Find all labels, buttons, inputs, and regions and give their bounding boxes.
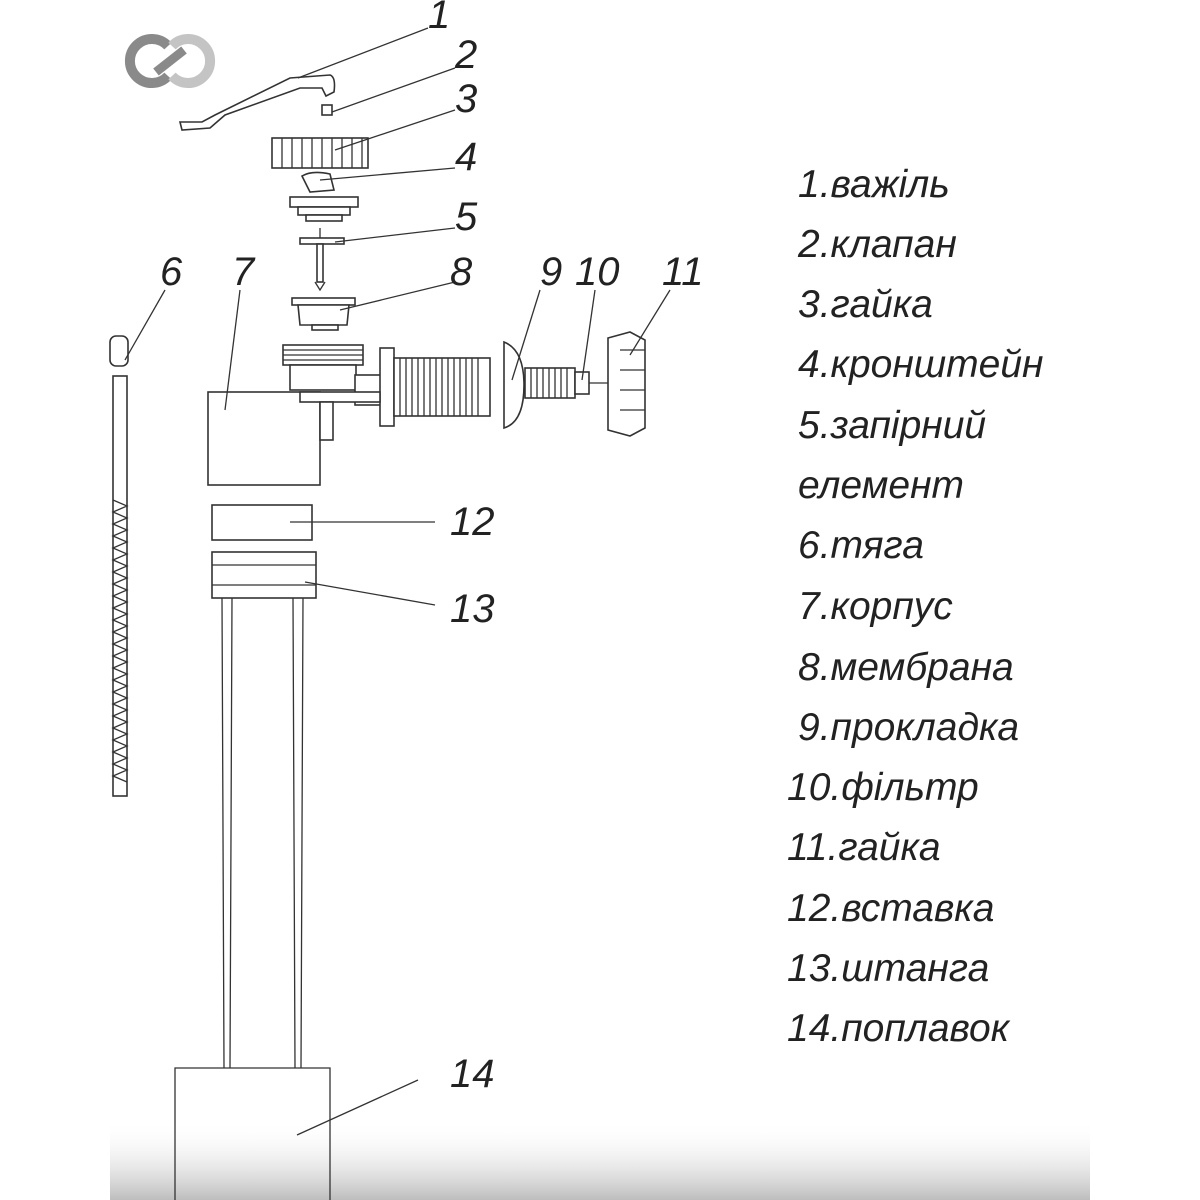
callout-2: 2 (454, 33, 477, 77)
legend-item: 7.корпус (798, 585, 953, 628)
callout-7: 7 (232, 250, 256, 294)
part-bracket (289, 171, 359, 222)
part-nut-2 (607, 331, 646, 437)
part-filter (524, 367, 608, 399)
legend-item: 2.клапан (798, 223, 957, 266)
legend-item: 13.штанга (787, 947, 990, 990)
part-float (174, 1067, 331, 1200)
fade-overlay (110, 1120, 1090, 1200)
callout-13: 13 (450, 587, 495, 631)
part-nut (271, 137, 369, 169)
part-rod (109, 335, 129, 797)
legend-item: 5.запірний (798, 404, 987, 447)
callout-14: 14 (450, 1052, 495, 1096)
legend-item: 10.фільтр (787, 766, 979, 809)
part-membrane (291, 297, 356, 331)
part-gasket (503, 340, 525, 430)
callout-5: 5 (455, 195, 478, 239)
callout-9: 9 (540, 250, 562, 294)
legend-item: 1.важіль (798, 163, 950, 206)
callout-8: 8 (450, 250, 473, 294)
brand-logo (124, 34, 216, 88)
part-valve (321, 104, 333, 116)
legend-item: 6.тяга (798, 524, 924, 567)
callout-4: 4 (455, 135, 477, 179)
legend-item: 14.поплавок (787, 1007, 1010, 1050)
part-body (207, 344, 491, 486)
callout-10: 10 (575, 250, 620, 294)
callout-3: 3 (455, 77, 477, 121)
legend-item: елемент (798, 464, 965, 507)
callout-12: 12 (450, 500, 495, 544)
legend-item: 8.мембрана (798, 646, 1014, 689)
part-lever (178, 74, 336, 131)
callout-11: 11 (662, 250, 704, 294)
callout-1: 1 (428, 0, 450, 37)
legend-item: 11.гайка (787, 826, 941, 869)
callout-6: 6 (160, 250, 183, 294)
legend-item: 9.прокладка (798, 706, 1020, 749)
legend-item: 12.вставка (787, 887, 995, 930)
part-shutoff-element (299, 228, 345, 292)
legend-item: 3.гайка (798, 283, 933, 326)
part-bar (211, 551, 317, 1069)
legend-item: 4.кронштейн (798, 343, 1044, 386)
leader-lines (124, 27, 671, 1136)
